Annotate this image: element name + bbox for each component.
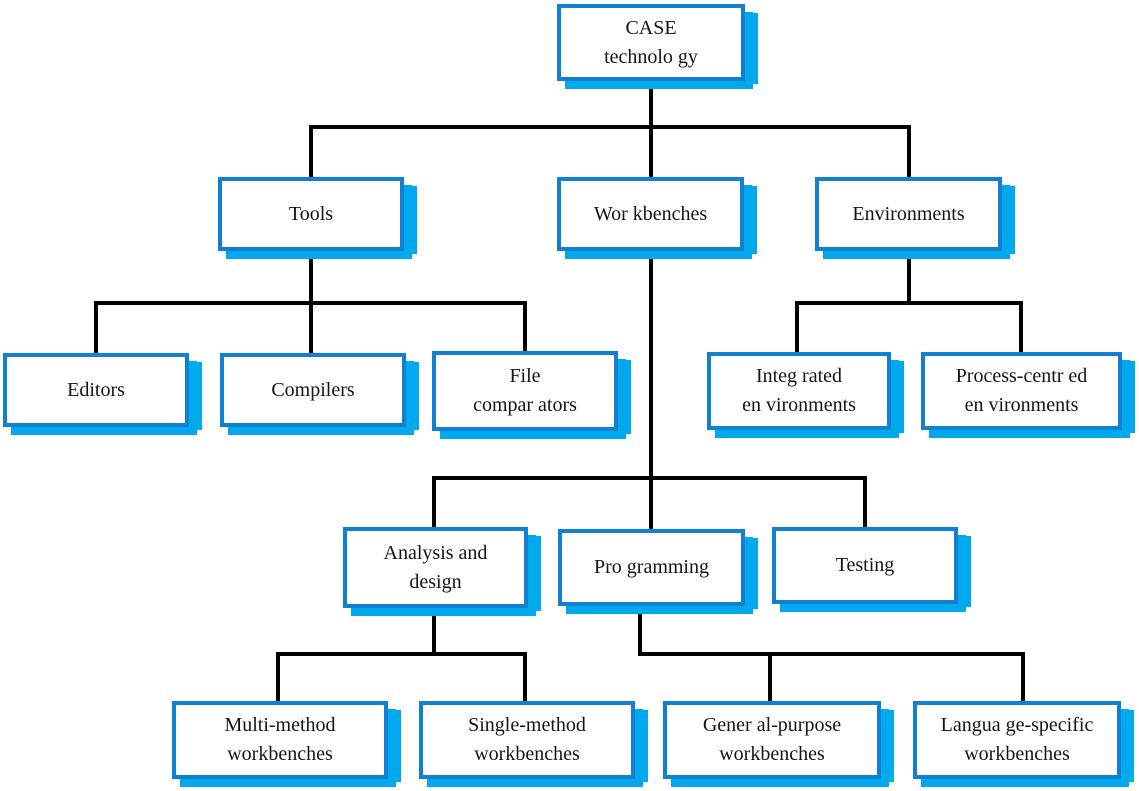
node-label-line: compar ators [473, 394, 577, 416]
node-integrated-environments: Integ rated en vironments [707, 352, 891, 430]
node-label-line: Analysis and [383, 541, 488, 564]
edge-workbenches-bracket [432, 476, 867, 529]
node-label-line: Testing [835, 554, 895, 576]
edge-programming-bracket [638, 606, 1025, 702]
node-label-line: Editors [67, 378, 125, 401]
node-label-line: workbenches [719, 743, 825, 765]
node-label-line: File [509, 365, 541, 387]
edge-level1-bracket [309, 125, 911, 179]
node-general-purpose-workbenches: Gener al-purpose workbenches [663, 701, 881, 779]
node-label-line: CASE [625, 16, 677, 39]
node-label-line: Pro gramming [594, 556, 709, 578]
node-label-line: Langua ge-specific [940, 714, 1094, 736]
edge-tools-bracket [94, 301, 527, 355]
node-label-line: design [409, 570, 462, 593]
node-label-line: technolo gy [604, 45, 698, 68]
node-single-method-workbenches: Single-method workbenches [419, 701, 635, 779]
node-label-line: Integ rated [755, 365, 843, 387]
node-label-line: workbenches [964, 743, 1070, 765]
edge-analysis-bracket [276, 652, 527, 702]
node-programming: Pro gramming [558, 529, 745, 606]
node-label-line: Compilers [271, 378, 355, 401]
node-compilers: Compilers [220, 353, 406, 427]
node-label-line: en vironments [964, 394, 1079, 416]
node-multi-method-workbenches: Multi-method workbenches [172, 701, 388, 779]
node-label-line: Environments [852, 202, 965, 225]
node-analysis-and-design: Analysis and design [343, 527, 528, 608]
node-label-line: en vironments [742, 394, 856, 416]
node-testing: Testing [772, 527, 958, 604]
node-label-line: Multi-method [224, 714, 336, 736]
node-workbenches: Wor kbenches [557, 177, 744, 251]
node-label-line: workbenches [474, 743, 580, 765]
node-label-line: Wor kbenches [593, 202, 708, 225]
node-file-comparators: File compar ators [432, 351, 618, 431]
node-label-line: Tools [288, 202, 334, 225]
node-case-technology: CASE technolo gy [557, 4, 745, 81]
node-environments: Environments [815, 177, 1002, 251]
node-label-line: workbenches [227, 743, 333, 765]
node-language-specific-workbenches: Langua ge-specific workbenches [913, 701, 1121, 779]
node-label-line: Process-centr ed [955, 365, 1088, 387]
edge-environments-bracket [795, 301, 1023, 354]
node-label-line: Gener al-purpose [702, 714, 842, 736]
node-process-centred-environments: Process-centr ed en vironments [921, 352, 1122, 430]
node-label-line: Single-method [468, 714, 586, 736]
node-tools: Tools [218, 177, 404, 251]
node-editors: Editors [3, 353, 189, 427]
